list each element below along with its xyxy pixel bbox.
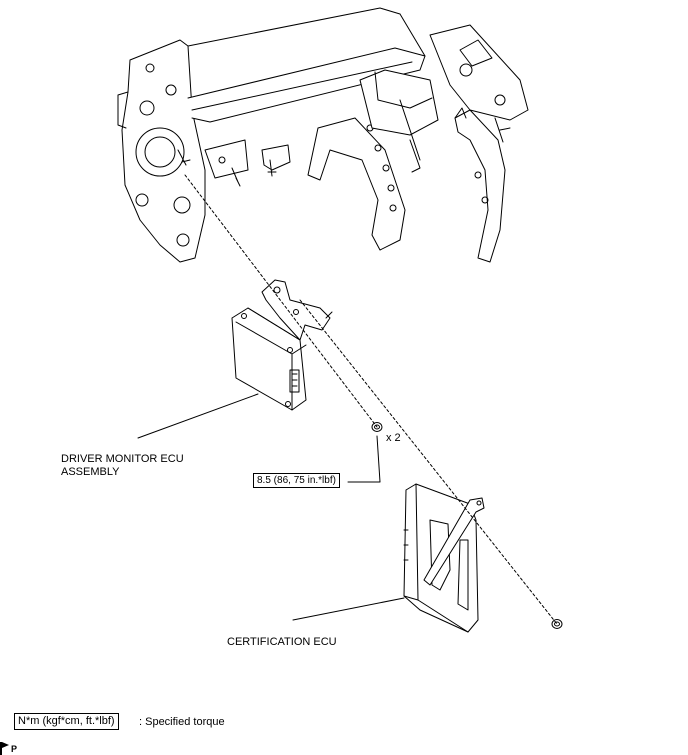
assembly-guide-lines [184, 174, 558, 625]
instrument-panel-reinforcement [117, 7, 529, 263]
driver-monitor-ecu-assembly [231, 279, 333, 411]
corner-flag-icon [0, 742, 9, 755]
torque-unit-legend-box: N*m (kgf*cm, ft.*lbf) [14, 713, 119, 730]
torque-spec-box: 8.5 (86, 75 in.*lbf) [253, 473, 340, 488]
certification-ecu [403, 483, 485, 633]
certification-ecu-label: CERTIFICATION ECU [227, 636, 337, 648]
driver-monitor-ecu-label-line1: DRIVER MONITOR ECU [61, 453, 184, 465]
nut-lower [551, 619, 563, 629]
nut-quantity-label: x 2 [386, 432, 401, 444]
corner-mark: P [11, 744, 18, 754]
leader-lines [137, 393, 405, 621]
driver-monitor-ecu-label-line2: ASSEMBLY [61, 466, 120, 478]
torque-legend-description: : Specified torque [139, 716, 225, 728]
